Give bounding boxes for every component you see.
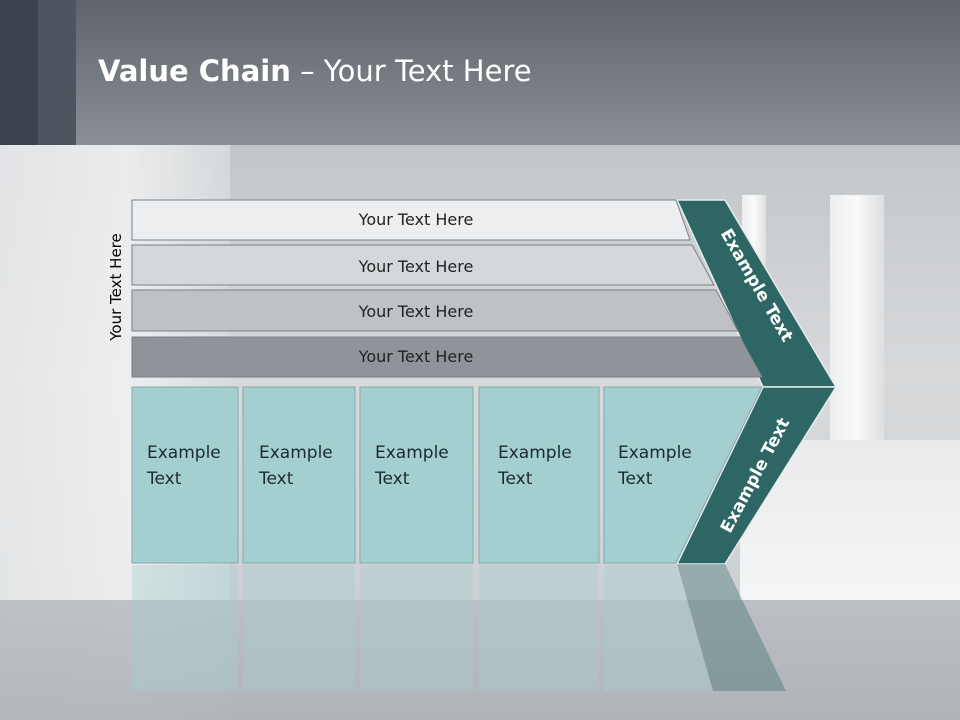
title-rest: – Your Text Here xyxy=(290,54,532,88)
bar-4[interactable] xyxy=(131,336,763,378)
column-3-line1: Example xyxy=(375,443,449,463)
background-candle xyxy=(830,195,884,445)
column-5[interactable] xyxy=(603,386,763,564)
column-5-line1: Example xyxy=(618,443,692,463)
column-4-text: Example Text xyxy=(498,440,572,492)
column-4[interactable] xyxy=(478,386,600,564)
column-2[interactable] xyxy=(242,386,356,564)
bar-4-label: Your Text Here xyxy=(358,347,474,366)
column-4-line2: Text xyxy=(498,469,533,489)
header-accent-strip xyxy=(38,0,76,145)
column-4-line1: Example xyxy=(498,443,572,463)
bar-2-label: Your Text Here xyxy=(358,257,474,276)
title-bold: Value Chain xyxy=(98,54,291,88)
column-3-text: Example Text xyxy=(375,440,449,492)
column-1-line1: Example xyxy=(147,443,221,463)
column-3-line2: Text xyxy=(375,469,410,489)
column-1[interactable] xyxy=(131,386,239,564)
background-floor xyxy=(0,600,960,720)
bar-1[interactable] xyxy=(131,199,691,241)
header-accent-strip xyxy=(0,0,38,145)
column-1-line2: Text xyxy=(147,469,182,489)
page-title: Value Chain – Your Text Here xyxy=(98,54,532,88)
bar-3-label: Your Text Here xyxy=(358,302,474,321)
bar-3[interactable] xyxy=(131,289,739,332)
bar-2[interactable] xyxy=(131,244,715,286)
header-band: Value Chain – Your Text Here xyxy=(0,0,960,145)
chevron-lower[interactable] xyxy=(675,386,838,565)
column-2-line2: Text xyxy=(259,469,294,489)
column-3[interactable] xyxy=(359,386,474,564)
column-5-text: Example Text xyxy=(618,440,692,492)
bar-1-label: Your Text Here xyxy=(358,210,474,229)
column-2-line1: Example xyxy=(259,443,333,463)
column-5-line2: Text xyxy=(618,469,653,489)
column-1-text: Example Text xyxy=(147,440,221,492)
column-2-text: Example Text xyxy=(259,440,333,492)
